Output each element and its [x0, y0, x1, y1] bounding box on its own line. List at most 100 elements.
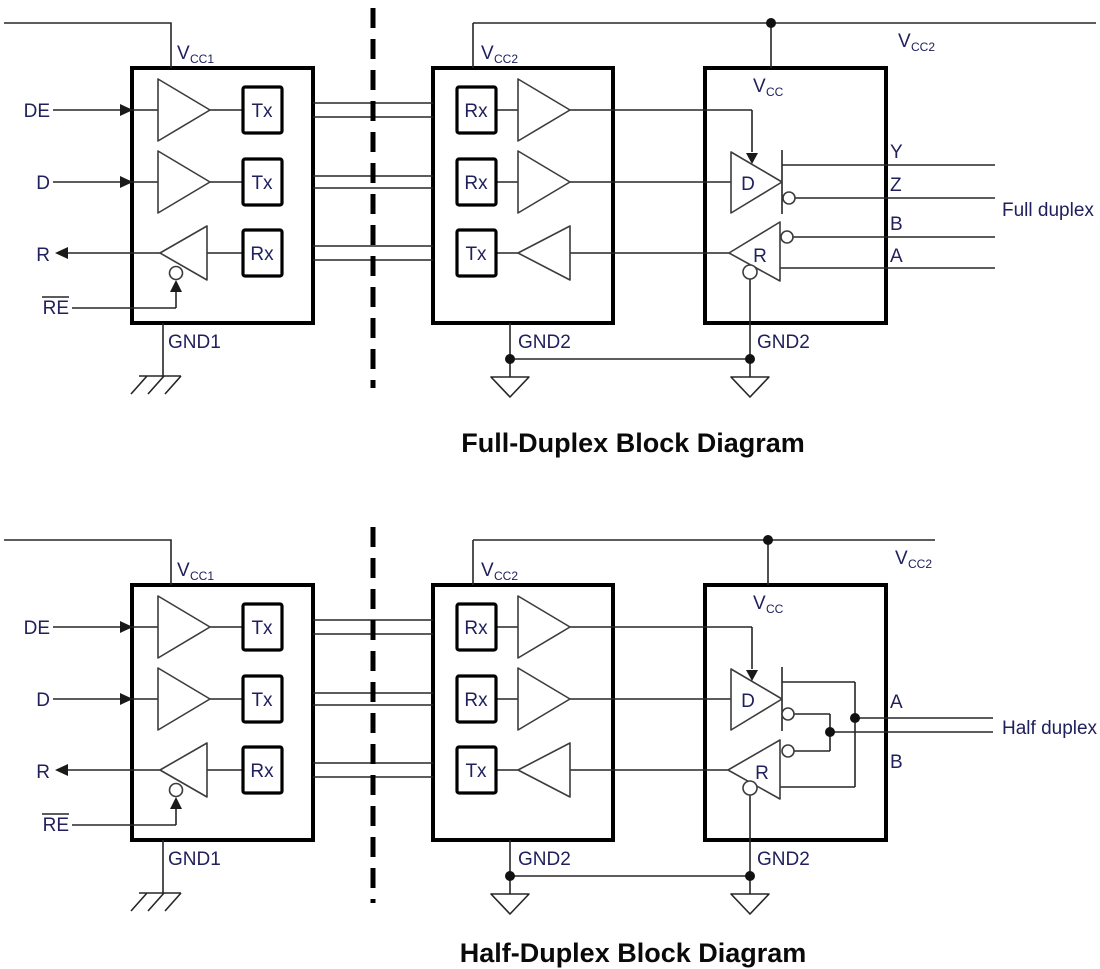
gnd1-label: GND1 — [168, 849, 221, 870]
channel-box-tx1 — [241, 85, 284, 135]
d-arrow-icon — [120, 693, 133, 705]
channel-label: Rx — [250, 244, 274, 265]
earth-ground-icon — [130, 892, 182, 912]
full-duplex-diagram: V CC1 V CC2 V CC2 V CC GND1 GND2 GND2 DE… — [4, 8, 1096, 458]
channel-label: Rx — [250, 761, 274, 782]
mode-label: Full duplex — [1002, 200, 1094, 221]
vcc1-sub: CC1 — [190, 52, 214, 66]
channel-box-rx3 — [241, 745, 284, 795]
r-arrow-icon — [55, 764, 68, 776]
channel-box-rx2 — [455, 674, 498, 724]
channel-label: Tx — [251, 618, 273, 639]
de-arrow-icon — [120, 621, 133, 633]
gnd2-symbol-icon — [490, 376, 530, 398]
pin-label-de: DE — [24, 618, 50, 639]
d-arrow-icon — [120, 176, 133, 188]
receiver-label: R — [755, 763, 769, 784]
gnd2-junction-dot-left — [505, 871, 515, 881]
vcc-sub: CC — [766, 85, 784, 99]
mode-label: Half duplex — [1002, 718, 1098, 739]
channel-label: Tx — [251, 101, 273, 122]
driver-label: D — [741, 174, 755, 195]
bus-pin-y: Y — [890, 142, 903, 163]
channel-box-tx2 — [241, 674, 284, 724]
channel-label: Tx — [465, 761, 487, 782]
vcc2-rail-sub: CC2 — [908, 557, 932, 571]
vcc2-junction-dot — [766, 18, 776, 28]
pin-label-de: DE — [24, 101, 50, 122]
vcc2-sub: CC2 — [494, 569, 518, 583]
driver-enable-arrow-icon — [746, 153, 758, 164]
diagram-title: Half-Duplex Block Diagram — [460, 938, 807, 968]
vcc-sub: CC — [766, 602, 784, 616]
pin-label-re: RE — [43, 815, 69, 836]
receiver-b-bubble-icon — [781, 744, 795, 758]
bus-b-junction-dot — [825, 727, 835, 737]
driver-z-bubble-icon — [782, 191, 796, 205]
channel-box-tx3 — [455, 228, 498, 278]
vcc2-sub: CC2 — [494, 52, 518, 66]
re-enable-bubble-icon — [168, 782, 184, 798]
channel-label: Rx — [464, 173, 488, 194]
gnd2-symbol-icon — [730, 376, 770, 398]
gnd2-label: GND2 — [518, 849, 571, 870]
gnd2-symbol-icon — [490, 893, 530, 915]
bus-pin-b: B — [890, 214, 903, 235]
gnd2-symbol-icon — [730, 893, 770, 915]
vcc-label: V — [753, 76, 766, 97]
gnd2-junction-dot-right — [745, 871, 755, 881]
gnd1-label: GND1 — [168, 332, 221, 353]
vcc2-rail-sub: CC2 — [911, 40, 935, 54]
gnd2-junction-dot-left — [505, 354, 515, 364]
vcc1-label: V — [177, 43, 190, 64]
buffer-triangles — [157, 595, 783, 800]
earth-ground-icon — [130, 375, 182, 395]
re-up-arrow-icon — [170, 280, 182, 292]
bus-pin-a: A — [890, 246, 903, 267]
buffer-triangles — [157, 78, 783, 282]
gnd2-label: GND2 — [757, 849, 810, 870]
receiver-enable-bubble-icon — [742, 264, 758, 280]
pin-label-re: RE — [43, 298, 69, 319]
vcc1-label: V — [177, 560, 190, 581]
vcc-label: V — [753, 593, 766, 614]
channel-box-rx1 — [455, 85, 498, 135]
channel-label: Rx — [464, 690, 488, 711]
r-arrow-icon — [55, 247, 68, 259]
channel-label: Rx — [464, 618, 488, 639]
vcc2-rail-label: V — [898, 31, 911, 52]
channel-box-tx2 — [241, 157, 284, 207]
gnd2-label: GND2 — [757, 332, 810, 353]
vcc2-junction-dot — [763, 535, 773, 545]
driver-enable-arrow-icon — [746, 670, 758, 681]
de-arrow-icon — [120, 104, 133, 116]
receiver-enable-bubble-icon — [742, 780, 758, 796]
channel-box-rx1 — [455, 602, 498, 652]
pin-label-r: R — [36, 762, 50, 783]
pin-label-d: D — [36, 173, 50, 194]
channel-box-rx2 — [455, 157, 498, 207]
bus-pin-b: B — [890, 752, 903, 773]
driver-label: D — [741, 691, 755, 712]
vcc2-rail-label: V — [895, 548, 908, 569]
channel-box-tx1 — [241, 602, 284, 652]
half-duplex-diagram: V CC1 V CC2 V CC2 V CC GND1 GND2 GND2 DE… — [4, 527, 1098, 968]
channel-label: Tx — [465, 244, 487, 265]
channel-box-tx3 — [455, 745, 498, 795]
bus-pin-z: Z — [890, 175, 902, 196]
bus-a-junction-dot — [850, 713, 860, 723]
driver-z-bubble-icon — [781, 707, 795, 721]
vcc2-label: V — [481, 560, 494, 581]
receiver-b-bubble-icon — [780, 230, 794, 244]
diagram-title: Full-Duplex Block Diagram — [461, 428, 805, 458]
vcc1-sub: CC1 — [190, 569, 214, 583]
pin-label-r: R — [36, 245, 50, 266]
gnd2-junction-dot-right — [745, 354, 755, 364]
vcc2-label: V — [481, 43, 494, 64]
channel-label: Rx — [464, 101, 488, 122]
channel-box-rx3 — [241, 228, 284, 278]
pin-label-d: D — [36, 690, 50, 711]
channel-label: Tx — [251, 173, 273, 194]
